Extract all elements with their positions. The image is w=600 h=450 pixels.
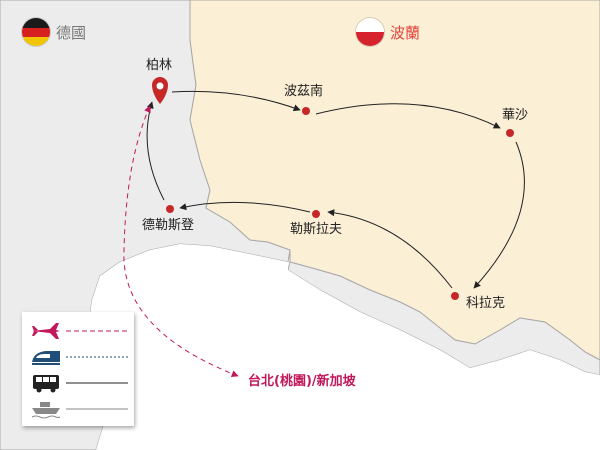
- city-label-poznan: 波茲南: [284, 84, 324, 99]
- route-krakow-wroclaw: [327, 209, 453, 289]
- germany-label: 德國: [56, 24, 87, 42]
- city-label-berlin: 柏林: [146, 58, 173, 73]
- legend-row-flight: [30, 320, 130, 342]
- dresden-marker: [166, 205, 174, 213]
- legend: [22, 312, 134, 426]
- train-icon: [32, 351, 60, 365]
- flight-route: [123, 105, 239, 377]
- poland-flag-icon: [356, 18, 384, 46]
- berlin-pin-icon: [152, 77, 168, 104]
- germany-flag-icon: [22, 18, 50, 46]
- city-label-warsaw: 華沙: [502, 108, 529, 123]
- route-poznan-warsaw: [315, 103, 501, 129]
- ship-icon: [31, 402, 61, 419]
- poznan-marker: [302, 107, 310, 115]
- airplane-icon: [32, 323, 60, 339]
- city-label-dresden: 德勒斯登: [142, 218, 195, 233]
- destination-label: 台北(桃園)/新加坡: [248, 374, 356, 389]
- warsaw-marker: [506, 129, 514, 137]
- legend-row-ship: [30, 398, 130, 420]
- route-berlin-poznan: [171, 90, 301, 112]
- city-label-krakow: 科拉克: [466, 296, 506, 311]
- krakow-marker: [451, 292, 459, 300]
- legend-row-train: [30, 346, 130, 368]
- czech-region: [287, 261, 600, 376]
- legend-row-bus: [30, 372, 130, 394]
- route-warsaw-krakow: [473, 141, 525, 289]
- poland-label: 波蘭: [390, 24, 421, 42]
- bus-icon: [33, 375, 59, 393]
- city-label-wroclaw: 勒斯拉夫: [290, 222, 343, 237]
- wroclaw-marker: [312, 210, 320, 218]
